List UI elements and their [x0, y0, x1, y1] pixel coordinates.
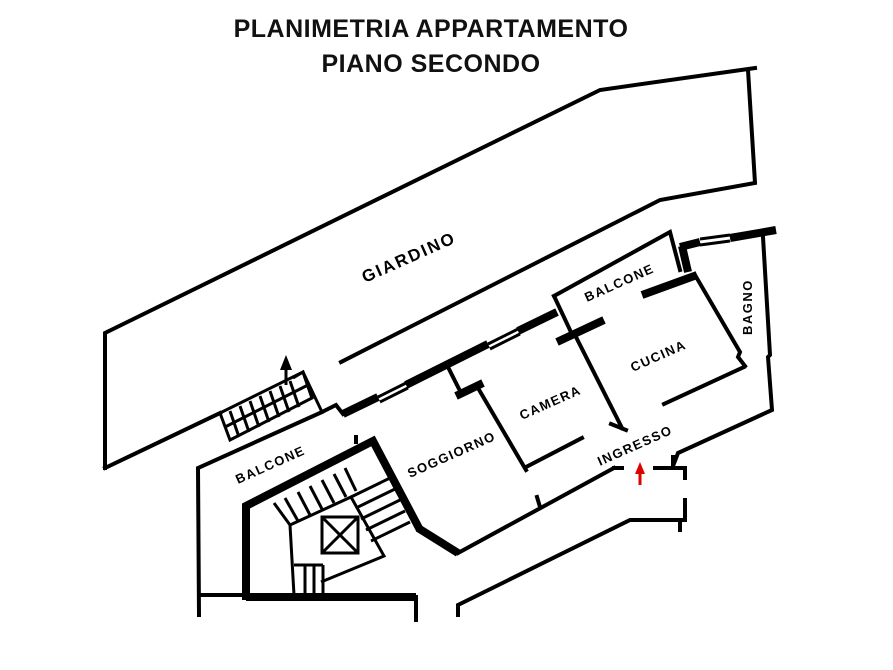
- label-ingresso: INGRESSO: [595, 422, 675, 468]
- label-bagno: BAGNO: [740, 279, 755, 335]
- stair-up-arrow-icon: [280, 355, 292, 370]
- balcone-left-outline: [195, 402, 346, 618]
- south-walls: [455, 455, 687, 617]
- giardino-outline: [102, 65, 758, 471]
- elevator-icon: [320, 515, 360, 555]
- label-cucina: CUCINA: [628, 337, 689, 375]
- plan-title: PLANIMETRIA APPARTAMENTO: [233, 15, 629, 43]
- exterior-stair: [218, 355, 324, 443]
- balcone-top-outline: [551, 229, 683, 333]
- label-soggiorno: SOGGIORNO: [405, 428, 498, 480]
- stairwell: [242, 435, 461, 622]
- label-giardino: GIARDINO: [359, 228, 459, 286]
- kitchen-bath-walls: [640, 226, 777, 469]
- plan-subtitle: PIANO SECONDO: [321, 50, 541, 78]
- north-wall: [341, 308, 559, 418]
- label-camera: CAMERA: [517, 382, 583, 423]
- label-balcone-top: BALCONE: [582, 261, 656, 305]
- entrance-arrow-icon: [635, 462, 645, 485]
- interior-walls: [443, 316, 629, 473]
